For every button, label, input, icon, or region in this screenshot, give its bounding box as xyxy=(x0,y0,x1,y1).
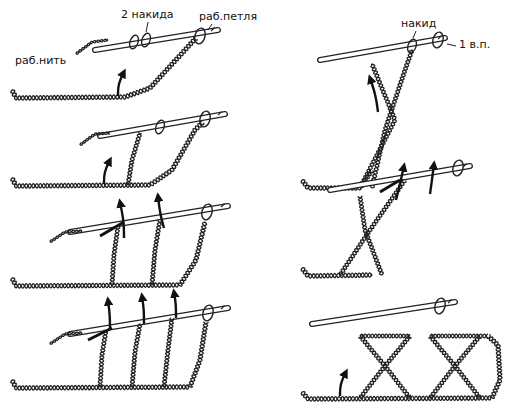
hook-notch xyxy=(448,299,451,303)
stitch-post xyxy=(162,318,174,387)
crochet-hook xyxy=(95,30,218,50)
motion-arrow xyxy=(158,196,164,228)
working-thread xyxy=(76,39,108,54)
hook-notch xyxy=(221,204,224,208)
stitch-post xyxy=(359,337,410,398)
stitch-top xyxy=(360,334,410,338)
chain-cord xyxy=(11,123,204,188)
stitch-post xyxy=(98,330,107,387)
motion-arrow xyxy=(108,300,110,330)
chain-cord xyxy=(302,268,372,278)
stitch-post xyxy=(339,180,404,275)
stitch-post xyxy=(127,132,141,185)
yarn-loop xyxy=(198,110,212,128)
crochet-hook-body xyxy=(95,30,218,50)
crochet-hook-body xyxy=(320,38,445,60)
chain-cord xyxy=(301,334,502,401)
working-thread xyxy=(50,230,82,242)
annotation-label: раб.нить xyxy=(14,54,67,67)
crochet-hook xyxy=(70,308,228,334)
stitch-post xyxy=(110,226,119,285)
motion-arrow xyxy=(370,78,378,112)
yarn-loop xyxy=(200,203,214,221)
chain-cord xyxy=(11,322,208,391)
hook-notch xyxy=(438,36,441,40)
crochet-hook-body xyxy=(100,114,225,136)
yarn-loop xyxy=(193,27,207,45)
working-thread xyxy=(80,132,110,145)
motion-arrow xyxy=(104,160,110,184)
crochet-hook-body xyxy=(70,308,228,334)
yarn-loop xyxy=(140,32,152,48)
stitch-post xyxy=(340,180,406,275)
crochet-illustration xyxy=(11,22,502,401)
working-thread xyxy=(50,332,82,344)
motion-arrow xyxy=(340,372,346,396)
stitch-post xyxy=(126,134,141,185)
chain-cord xyxy=(12,222,206,288)
stitch-post xyxy=(150,220,161,285)
stitch-post xyxy=(360,64,396,188)
chain-cord xyxy=(12,121,202,188)
stitch-post xyxy=(429,337,480,398)
motion-arrow xyxy=(174,292,176,318)
hook-notch xyxy=(218,112,221,116)
motion-arrow xyxy=(118,72,124,96)
crochet-hook xyxy=(100,114,225,136)
stitch-top xyxy=(360,334,410,338)
stitch-post xyxy=(130,324,141,387)
working-thread xyxy=(80,132,110,145)
yarn-loop xyxy=(433,297,447,315)
yarn-loop xyxy=(128,34,140,50)
stitch-post xyxy=(110,226,119,285)
crochet-hook xyxy=(312,302,455,324)
motion-arrow xyxy=(396,166,404,200)
crochet-hook-body xyxy=(312,302,455,324)
motion-arrow xyxy=(430,164,434,194)
yarn-loop xyxy=(406,38,418,54)
stitch-top xyxy=(430,334,488,338)
annotation-label: накид xyxy=(400,17,437,30)
yarn-wrap xyxy=(88,328,112,340)
motion-arrow xyxy=(142,296,144,324)
hook-notch xyxy=(221,306,224,310)
crochet-hook xyxy=(320,38,445,60)
stitch-post xyxy=(150,220,161,285)
working-thread xyxy=(50,332,82,344)
chain-cord xyxy=(11,222,207,288)
stitch-post xyxy=(98,330,108,387)
yarn-loop xyxy=(451,159,465,177)
chain-cord xyxy=(12,322,209,390)
yarn-wrap xyxy=(380,180,400,192)
leader-line xyxy=(146,22,148,32)
stitch-post xyxy=(130,324,141,387)
leader-line xyxy=(413,31,416,38)
working-thread xyxy=(76,39,108,54)
yarn-loop xyxy=(431,31,445,49)
stitch-post xyxy=(358,196,384,275)
stitch-post xyxy=(359,196,382,275)
working-thread xyxy=(50,230,82,242)
motion-arrow xyxy=(120,202,124,238)
stitch-top xyxy=(430,334,488,338)
yarn-loop xyxy=(201,304,215,322)
hook-notch xyxy=(211,28,214,32)
annotation-label: 1 в.п. xyxy=(458,38,491,51)
yarn-wrap xyxy=(100,222,124,236)
stitch-post xyxy=(359,64,396,188)
annotation-label: раб.петля xyxy=(198,10,258,23)
leader-line xyxy=(208,24,212,30)
yarn-loop xyxy=(154,119,166,135)
stitch-post xyxy=(163,318,174,387)
chain-cord xyxy=(301,268,372,278)
leader-line xyxy=(447,44,456,46)
annotation-label: 2 накида xyxy=(120,8,175,21)
